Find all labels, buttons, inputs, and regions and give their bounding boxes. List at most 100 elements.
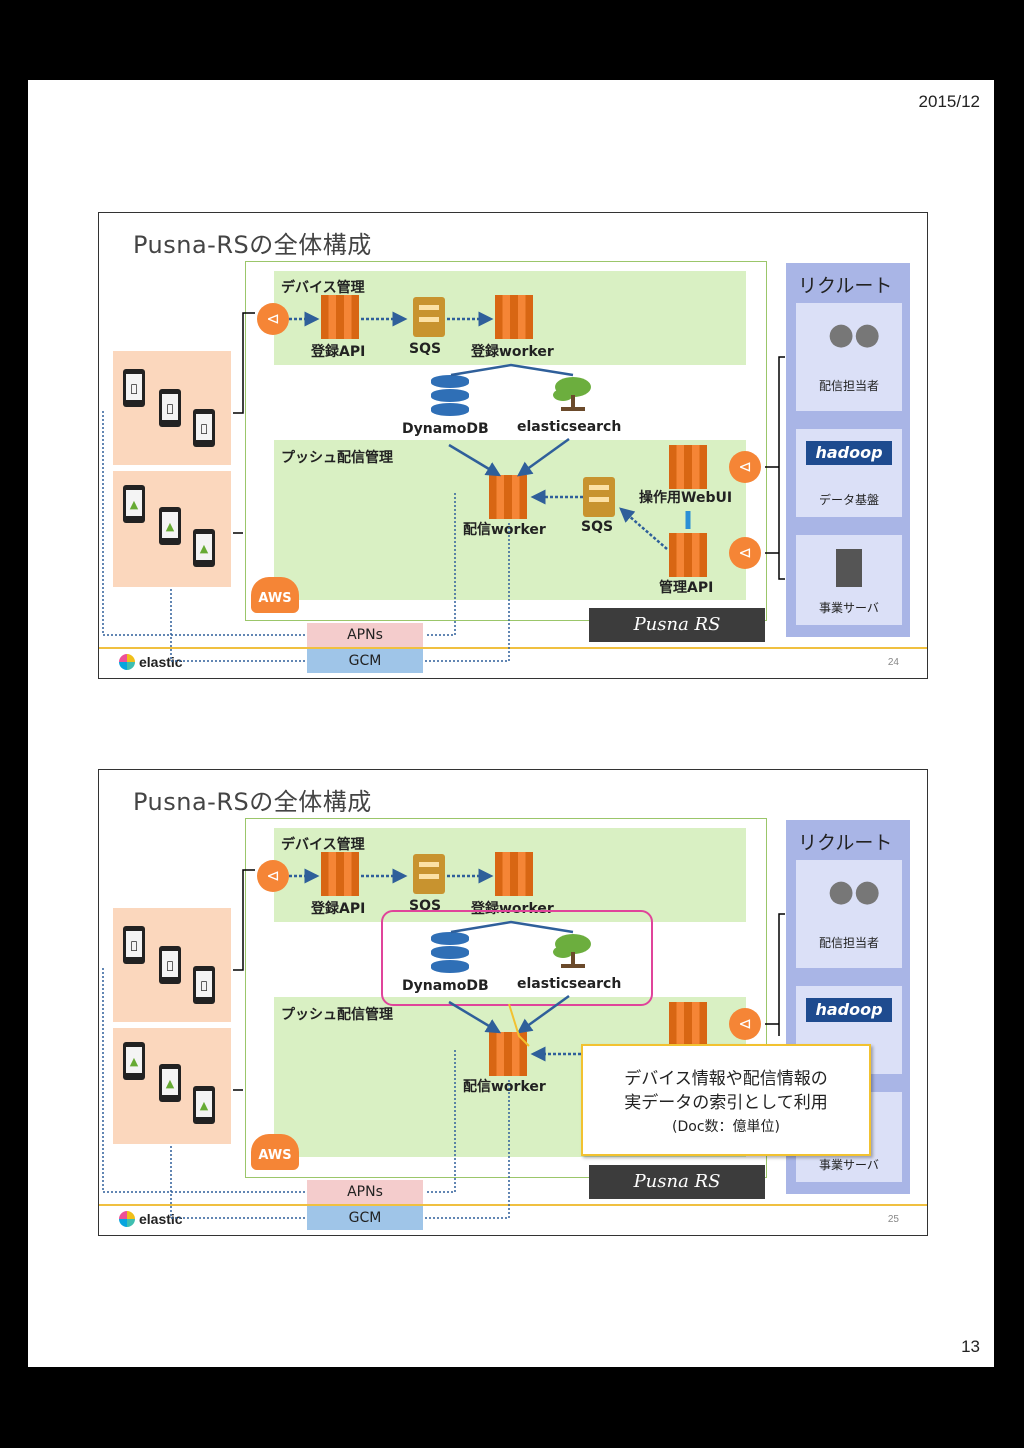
- recruit-title: リクルート: [798, 832, 893, 854]
- reg-api-label: 登録API: [311, 344, 366, 360]
- iphone-icon: : [159, 946, 181, 984]
- server-label: 事業サーバ: [819, 601, 879, 615]
- iphone-icon: : [193, 966, 215, 1004]
- connector-lines: [102, 311, 785, 662]
- webui-label: 操作用WebUI: [639, 490, 733, 506]
- sqs-icon: [583, 477, 615, 517]
- callout-line-3: (Doc数：億単位): [672, 1119, 780, 1135]
- load-balancer-icon: ⊲: [729, 451, 761, 483]
- page-number: 13: [961, 1337, 980, 1356]
- android-phone-icon: ▲: [123, 1042, 145, 1080]
- android-devices-panel: ▲ ▲ ▲: [113, 471, 231, 587]
- gcm-box: GCM: [307, 1206, 423, 1230]
- footer-rule: [99, 647, 927, 649]
- ec2-icon: [669, 1002, 707, 1046]
- ec2-icon: [669, 445, 707, 489]
- gcm-box: GCM: [307, 649, 423, 673]
- iphone-icon: : [123, 926, 145, 964]
- slide-title: Pusna-RSの全体構成: [133, 231, 372, 259]
- reg-worker-label: 登録worker: [471, 344, 554, 360]
- dynamodb-icon: [431, 932, 469, 976]
- device-mgmt-label: デバイス管理: [281, 837, 365, 853]
- android-phone-icon: ▲: [193, 529, 215, 567]
- deliver-worker-label: 配信worker: [463, 1079, 546, 1095]
- ec2-icon: [495, 852, 533, 896]
- aws-logo: AWS: [251, 1134, 299, 1170]
- reg-worker-label: 登録worker: [471, 901, 554, 917]
- header-date: 2015/12: [918, 92, 980, 111]
- android-phone-icon: ▲: [159, 1064, 181, 1102]
- push-mgmt-panel: [274, 440, 746, 600]
- iphone-icon: : [123, 369, 145, 407]
- recruit-panel: リクルート ●● 配信担当者 hadoop データ基盤 事業サーバ: [786, 263, 910, 637]
- android-phone-icon: ▲: [193, 1086, 215, 1124]
- server-box: 事業サーバ: [796, 535, 902, 625]
- server-icon: [836, 549, 862, 587]
- pusna-rs-logo: Pusna RS: [589, 1165, 765, 1199]
- dynamodb-label: DynamoDB: [402, 421, 489, 437]
- device-mgmt-label: デバイス管理: [281, 280, 365, 296]
- dynamodb-label: DynamoDB: [402, 978, 489, 994]
- mgmt-api-label: 管理API: [659, 580, 714, 596]
- sqs-icon: [413, 854, 445, 894]
- dynamodb-icon: [431, 375, 469, 419]
- callout-box: デバイス情報や配信情報の 実データの索引として利用 (Doc数：億単位): [581, 1044, 871, 1156]
- slide-number: 25: [887, 1214, 899, 1225]
- slide-24: Pusna-RSの全体構成 デバイス管理 プッシュ配信管理    ▲ ▲ …: [98, 212, 928, 679]
- operator-label: 配信担当者: [818, 379, 879, 393]
- apns-box: APNs: [307, 1180, 423, 1204]
- load-balancer-icon: ⊲: [729, 1008, 761, 1040]
- ec2-icon: [495, 295, 533, 339]
- push-mgmt-label: プッシュ配信管理: [281, 450, 393, 466]
- elasticsearch-label: elasticsearch: [517, 976, 622, 992]
- load-balancer-icon: ⊲: [729, 537, 761, 569]
- recruit-title: リクルート: [798, 275, 893, 297]
- sqs-icon: [413, 297, 445, 337]
- ec2-icon: [489, 475, 527, 519]
- ec2-icon: [669, 533, 707, 577]
- android-phone-icon: ▲: [123, 485, 145, 523]
- slide-title: Pusna-RSの全体構成: [133, 788, 372, 816]
- operator-box: ●● 配信担当者: [796, 303, 902, 411]
- elastic-logo-icon: [119, 654, 135, 670]
- elasticsearch-tree-icon: [551, 930, 595, 970]
- slide-25: Pusna-RSの全体構成 デバイス管理 プッシュ配信管理    ▲ ▲ …: [98, 769, 928, 1236]
- sqs-label: SQS: [409, 341, 442, 357]
- elastic-logo-icon: [119, 1211, 135, 1227]
- highlight-frame: [381, 910, 653, 1006]
- load-balancer-icon: ⊲: [257, 860, 289, 892]
- ios-devices-panel:   : [113, 908, 231, 1022]
- callout-line-2: 実データの索引として利用: [624, 1093, 828, 1113]
- ec2-icon: [321, 852, 359, 896]
- sqs-label: SQS: [581, 519, 614, 535]
- aws-logo: AWS: [251, 577, 299, 613]
- elasticsearch-tree-icon: [551, 373, 595, 413]
- iphone-icon: : [159, 389, 181, 427]
- operator-label: 配信担当者: [818, 936, 879, 950]
- footer-rule: [99, 1204, 927, 1206]
- ec2-icon: [321, 295, 359, 339]
- operator-box: ●● 配信担当者: [796, 860, 902, 968]
- pdf-page: 2015/12 Pusna-RSの全体構成 デバイス管理 プッシュ配信管理  …: [28, 80, 994, 1367]
- android-phone-icon: ▲: [159, 507, 181, 545]
- ios-devices-panel:   : [113, 351, 231, 465]
- server-label: 事業サーバ: [819, 1158, 879, 1172]
- push-mgmt-label: プッシュ配信管理: [281, 1007, 393, 1023]
- people-icon: ●●: [828, 317, 881, 352]
- hadoop-logo: hadoop: [806, 441, 892, 465]
- callout-line-1: デバイス情報や配信情報の: [624, 1069, 828, 1089]
- elasticsearch-label: elasticsearch: [517, 419, 622, 435]
- android-devices-panel: ▲ ▲ ▲: [113, 1028, 231, 1144]
- reg-api-label: 登録API: [311, 901, 366, 917]
- data-platform-label: データ基盤: [818, 493, 879, 507]
- apns-box: APNs: [307, 623, 423, 647]
- ec2-icon: [489, 1032, 527, 1076]
- hadoop-logo: hadoop: [806, 998, 892, 1022]
- slide-number: 24: [887, 657, 899, 668]
- iphone-icon: : [193, 409, 215, 447]
- data-platform-box: hadoop データ基盤: [796, 429, 902, 517]
- connector-lines: [102, 868, 785, 1219]
- pusna-rs-logo: Pusna RS: [589, 608, 765, 642]
- deliver-worker-label: 配信worker: [463, 522, 546, 538]
- load-balancer-icon: ⊲: [257, 303, 289, 335]
